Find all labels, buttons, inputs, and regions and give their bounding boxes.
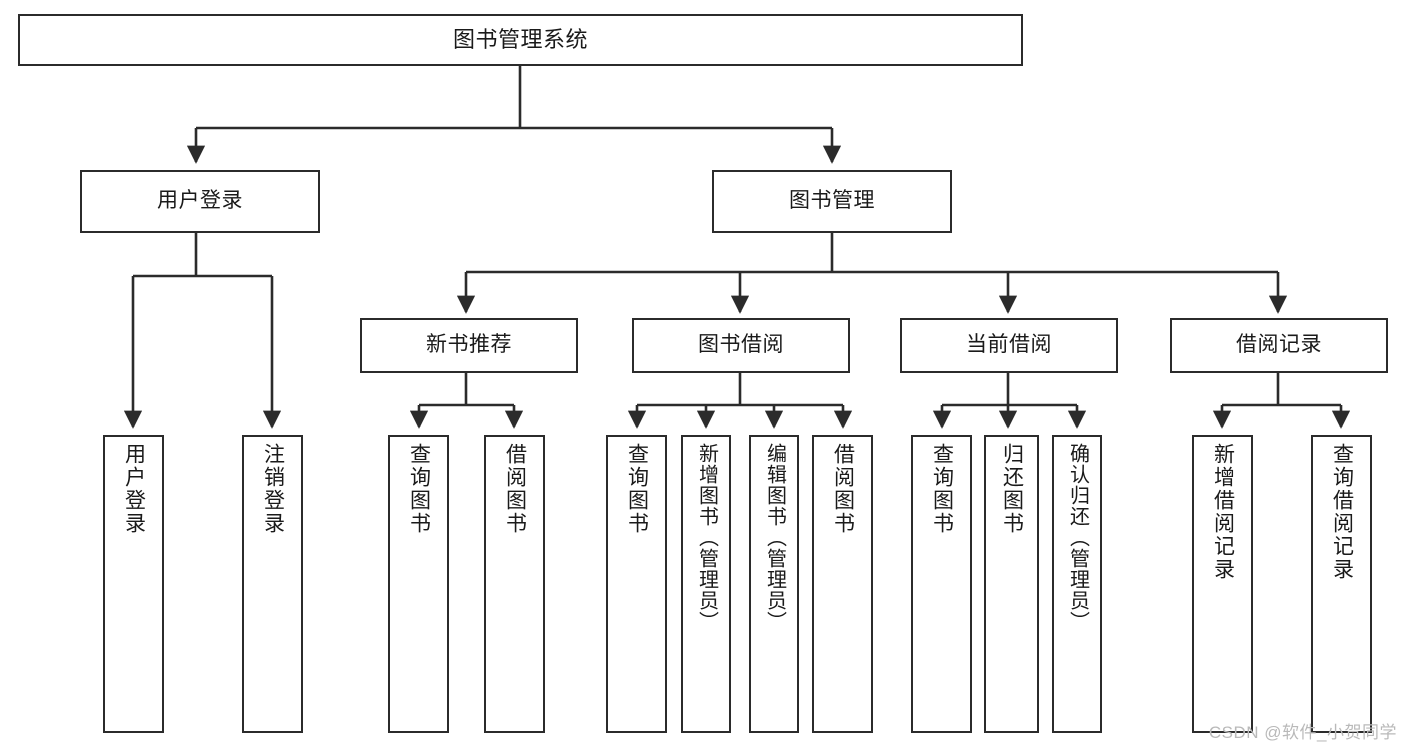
leaf-borrow-books-borrow[interactable]: 借阅图书 bbox=[812, 435, 873, 733]
node-label: 图书管理 bbox=[789, 189, 875, 213]
leaf-add-book-admin[interactable]: 新增图书（管理员） bbox=[681, 435, 731, 733]
node-book-borrow[interactable]: 图书借阅 bbox=[632, 318, 850, 373]
node-label: 确认归还（管理员） bbox=[1066, 443, 1089, 632]
node-current-borrow[interactable]: 当前借阅 bbox=[900, 318, 1118, 373]
leaf-add-borrow-record[interactable]: 新增借阅记录 bbox=[1192, 435, 1253, 733]
csdn-watermark: CSDN @软件_小贺同学 bbox=[1208, 723, 1397, 742]
node-label: 注销登录 bbox=[261, 443, 285, 535]
node-book-management[interactable]: 图书管理 bbox=[712, 170, 952, 233]
node-label: 查询借阅记录 bbox=[1330, 443, 1354, 581]
node-label: 图书借阅 bbox=[698, 333, 784, 357]
node-label: 查询图书 bbox=[930, 443, 954, 535]
leaf-confirm-return-admin[interactable]: 确认归还（管理员） bbox=[1052, 435, 1102, 733]
node-label: 新增借阅记录 bbox=[1211, 443, 1235, 581]
leaf-query-books-recommend[interactable]: 查询图书 bbox=[388, 435, 449, 733]
node-label: 归还图书 bbox=[1000, 443, 1024, 535]
node-label: 编辑图书（管理员） bbox=[763, 443, 786, 632]
node-label: 用户登录 bbox=[157, 189, 243, 213]
leaf-borrow-books-recommend[interactable]: 借阅图书 bbox=[484, 435, 545, 733]
node-user-login[interactable]: 用户登录 bbox=[80, 170, 320, 233]
node-label: 当前借阅 bbox=[966, 333, 1052, 357]
node-label: 借阅记录 bbox=[1236, 333, 1322, 357]
leaf-logout[interactable]: 注销登录 bbox=[242, 435, 303, 733]
leaf-return-books[interactable]: 归还图书 bbox=[984, 435, 1039, 733]
leaf-query-books-current[interactable]: 查询图书 bbox=[911, 435, 972, 733]
node-label: 新增图书（管理员） bbox=[695, 443, 718, 632]
node-label: 新书推荐 bbox=[426, 333, 512, 357]
leaf-query-books-borrow[interactable]: 查询图书 bbox=[606, 435, 667, 733]
node-new-book-recommend[interactable]: 新书推荐 bbox=[360, 318, 578, 373]
node-borrow-records[interactable]: 借阅记录 bbox=[1170, 318, 1388, 373]
node-label: 查询图书 bbox=[625, 443, 649, 535]
leaf-edit-book-admin[interactable]: 编辑图书（管理员） bbox=[749, 435, 799, 733]
node-label: 查询图书 bbox=[407, 443, 431, 535]
node-label: 图书管理系统 bbox=[452, 27, 588, 53]
node-label: 借阅图书 bbox=[503, 443, 527, 535]
leaf-query-borrow-record[interactable]: 查询借阅记录 bbox=[1311, 435, 1372, 733]
node-label: 借阅图书 bbox=[831, 443, 855, 535]
node-root-system[interactable]: 图书管理系统 bbox=[18, 14, 1023, 66]
node-label: 用户登录 bbox=[122, 443, 146, 535]
leaf-user-login[interactable]: 用户登录 bbox=[103, 435, 164, 733]
